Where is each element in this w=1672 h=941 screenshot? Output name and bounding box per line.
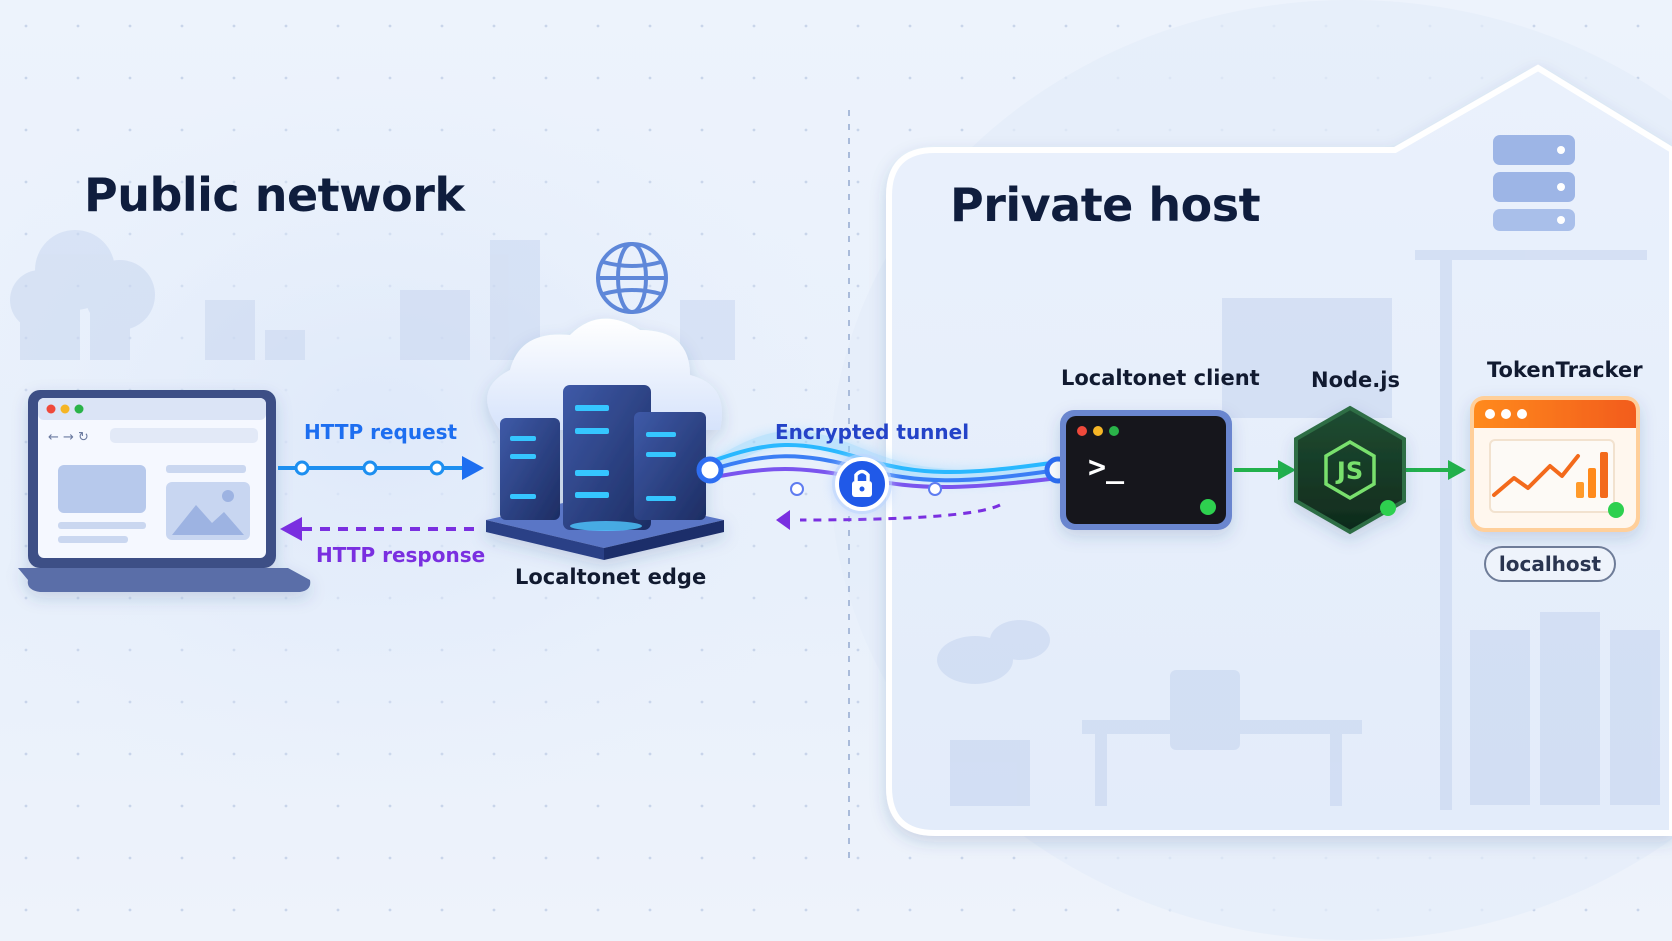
http-response-label: HTTP response [316, 543, 486, 567]
svg-text:← → ↻: ← → ↻ [48, 430, 89, 445]
http-request-arrow [278, 456, 484, 480]
private-host-panel [886, 64, 1672, 836]
browser-window-icon[interactable]: ← → ↻ [18, 390, 311, 592]
nodejs-icon: JS [1294, 405, 1406, 535]
globe-icon [596, 242, 668, 314]
svg-text:JS: JS [1335, 457, 1363, 485]
svg-text:>_: >_ [1088, 450, 1125, 485]
nodejs-label: Node.js [1311, 368, 1400, 392]
http-request-label: HTTP request [304, 420, 458, 444]
public-network-title: Public network [84, 168, 465, 222]
terminal-icon: >_ [1060, 410, 1232, 530]
cloud-servers-icon [486, 318, 724, 560]
tokentracker-label: TokenTracker [1487, 358, 1643, 382]
chart-window-icon [1470, 396, 1640, 532]
client-to-runtime-arrow [1234, 460, 1296, 480]
localhost-tag: localhost [1484, 546, 1616, 582]
server-stack-icon [1493, 135, 1575, 231]
encrypted-tunnel-label: Encrypted tunnel [775, 420, 970, 444]
city-skyline-decoration [10, 230, 735, 360]
lock-icon [832, 454, 892, 514]
localtonet-edge-label: Localtonet edge [515, 565, 707, 589]
http-response-arrow [280, 517, 478, 541]
localtonet-client-label: Localtonet client [1061, 366, 1260, 390]
room-decoration [937, 250, 1660, 810]
runtime-to-app-arrow [1404, 460, 1466, 480]
private-host-title: Private host [950, 178, 1261, 232]
